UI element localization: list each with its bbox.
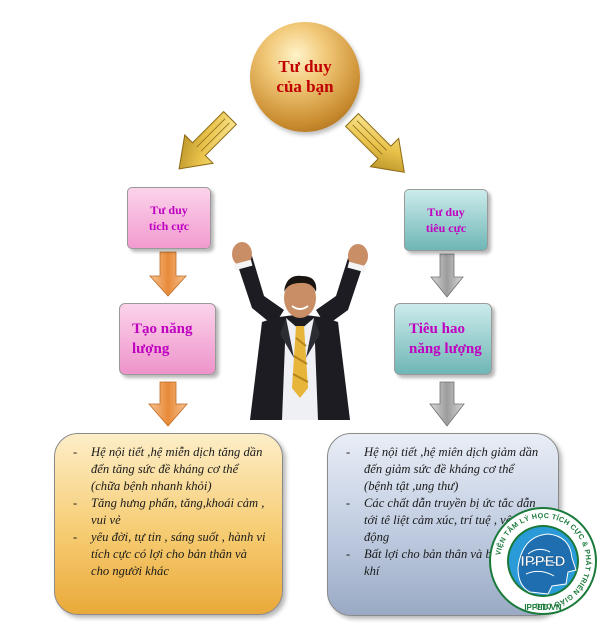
- positive-mid-line-1: Tạo năng: [132, 321, 193, 337]
- root-node: Tư duy của bạn: [250, 22, 360, 132]
- negative-mid-line-1: Tiêu hao: [409, 321, 465, 337]
- positive-effects-list: Hệ nội tiết ,hệ miễn dịch tăng dần đến t…: [73, 444, 268, 580]
- negative-mid-line-2: năng lượng: [409, 341, 482, 357]
- drain-energy-box: Tiêu hao năng lượng: [394, 303, 492, 375]
- arrow-positive-small-to-mid: [149, 251, 187, 297]
- positive-thinking-box: Tư duy tích cực: [127, 187, 211, 249]
- positive-effect-item: Hệ nội tiết ,hệ miễn dịch tăng dần đến t…: [73, 444, 268, 495]
- root-line-1: Tư duy: [278, 57, 332, 76]
- celebrating-man-illustration: [232, 242, 368, 420]
- negative-effect-item: Các chất dẫn truyền bị ức tắc dẫn tới tê…: [346, 495, 544, 546]
- arrow-negative-mid-to-panel: [429, 381, 465, 427]
- positive-mid-line-2: lượng: [132, 341, 170, 357]
- positive-small-line-2: tích cực: [148, 219, 190, 233]
- arrow-negative-small-to-mid: [430, 253, 464, 298]
- arrow-root-to-negative: [344, 112, 405, 173]
- negative-effects-panel: Hệ nội tiết ,hệ miên dịch giảm dần đến g…: [327, 433, 559, 616]
- negative-small-line-1: Tư duy: [427, 205, 465, 219]
- arrow-root-to-positive: [178, 110, 238, 170]
- positive-effects-panel: Hệ nội tiết ,hệ miễn dịch tăng dần đến t…: [54, 433, 283, 615]
- positive-effect-item: Tăng hưng phấn, tăng,khoái cảm , vui vẻ: [73, 495, 268, 529]
- ipped-logo: IPPED VIỆN TÂM LÝ HỌC TÍCH CỰC & PHÁT TR…: [489, 507, 597, 615]
- logo-center-text: IPPED: [520, 553, 565, 570]
- negative-thinking-box: Tư duy tiêu cực: [404, 189, 488, 251]
- create-energy-box: Tạo năng lượng: [119, 303, 216, 375]
- negative-small-line-2: tiêu cực: [425, 221, 467, 235]
- positive-effect-item: yêu đời, tự tin , sáng suốt , hành vi tí…: [73, 529, 268, 580]
- root-line-2: của bạn: [276, 77, 334, 96]
- negative-effect-item: Hệ nội tiết ,hệ miên dịch giảm dần đến g…: [346, 444, 544, 495]
- positive-small-line-1: Tư duy: [150, 203, 188, 217]
- arrow-positive-mid-to-panel: [148, 381, 188, 427]
- logo-bottom-text: IPPED.VN: [524, 603, 562, 612]
